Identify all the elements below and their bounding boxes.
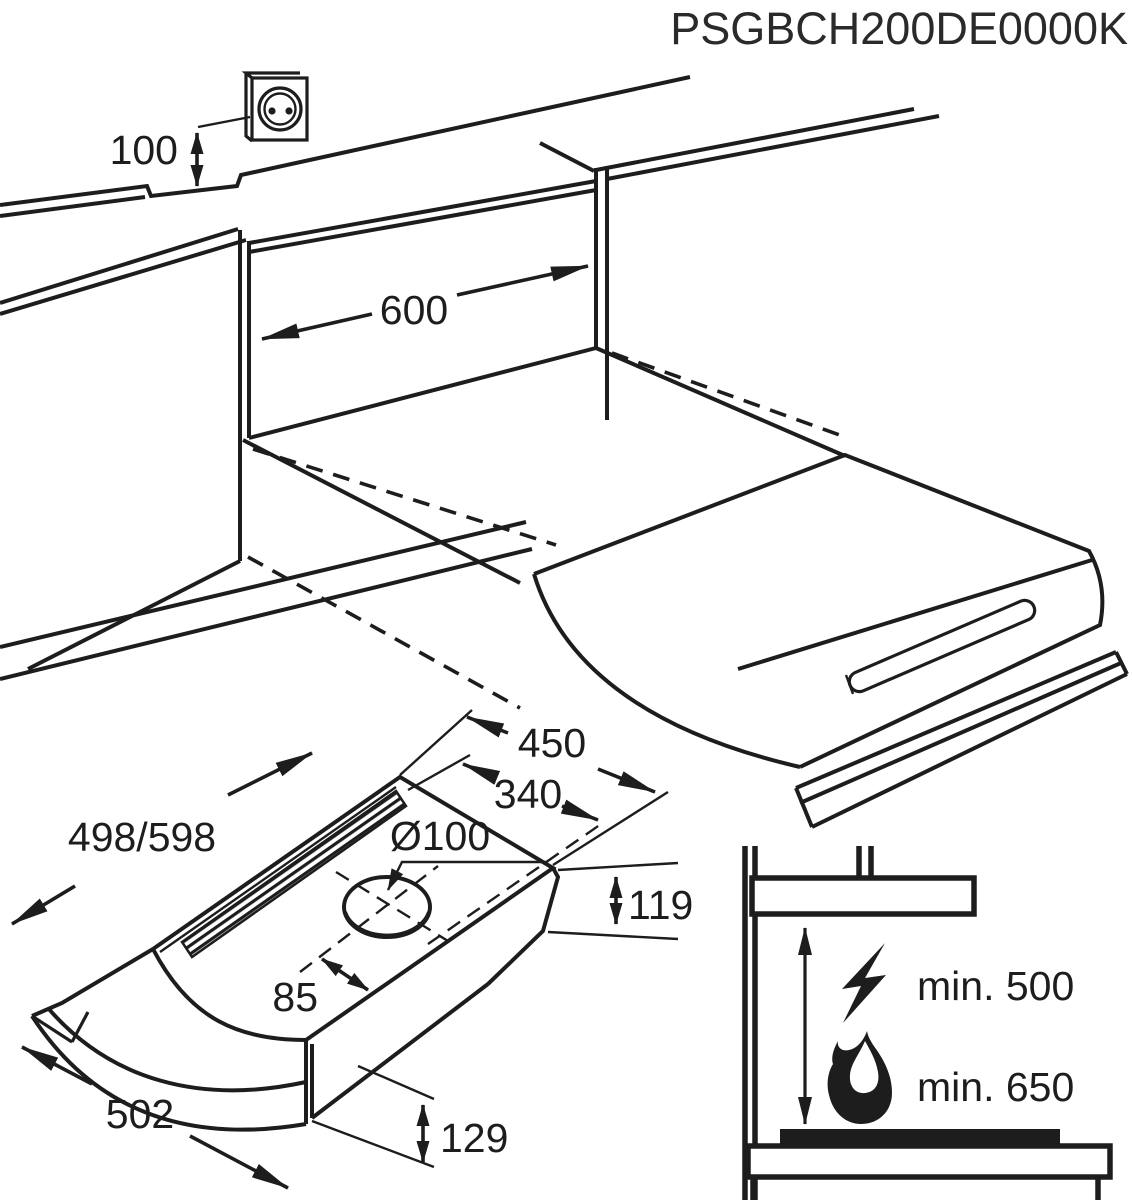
dim-label-front-height: 129 xyxy=(440,1115,508,1161)
hood-top-face xyxy=(151,774,557,1042)
dim-label-body-height: 119 xyxy=(628,882,693,928)
dim-arrow-depth-right xyxy=(597,767,656,794)
ext-lines-depth xyxy=(399,709,669,867)
hood-top-front-curve xyxy=(151,948,307,1042)
dim-arrow-duct-offset-left xyxy=(462,762,501,785)
hood-handle xyxy=(847,598,1037,694)
left-cabinet-front-top-edges xyxy=(0,227,247,316)
dim-arrow-duct-offset-right xyxy=(560,799,599,822)
right-cabinet-bottom-edge xyxy=(595,346,846,458)
socket-depth-edges xyxy=(241,71,300,143)
hood-front-crease xyxy=(737,558,1093,671)
hood-right-end-and-band-bottom xyxy=(310,867,561,1120)
hood-front-corner-edge xyxy=(304,1040,314,1124)
projection-line-upper xyxy=(252,447,557,547)
hood-visor xyxy=(794,650,1129,829)
dim-arrow-bottom-depth-right xyxy=(189,1134,289,1190)
countertop-edges xyxy=(0,520,533,681)
socket-leader-line xyxy=(197,115,251,129)
hood-top-outline xyxy=(533,452,1105,769)
product-code-title: PSGBCH200DE0000K xyxy=(670,3,1128,54)
cooker-hood xyxy=(532,452,1129,829)
dim-label-duct-diameter: Ø100 xyxy=(390,813,490,859)
ext-lines-body-height xyxy=(547,861,679,941)
visor-end-edges xyxy=(794,651,1129,828)
left-cabinet-bottom-edge xyxy=(242,438,521,585)
cabinet-back-top-edge xyxy=(0,75,691,207)
projection-line-right xyxy=(611,351,849,440)
duct-collar-depth xyxy=(343,911,431,938)
duct-centerline-se xyxy=(335,870,449,943)
hood-slab xyxy=(749,875,977,917)
dim-arrow-width-right xyxy=(227,751,313,797)
dim-label-socket-height: 100 xyxy=(110,127,178,173)
duct-centerline-ne xyxy=(299,865,439,973)
niche-back-top-edges xyxy=(248,179,597,254)
ext-lines-front-height xyxy=(311,1064,435,1169)
counter-slab xyxy=(745,1143,1113,1180)
visor-edges xyxy=(795,650,1128,829)
right-cabinet-front-top-edges xyxy=(595,107,940,181)
ext-line-duct-centerline xyxy=(427,821,605,945)
dim-arrow-duct-to-front xyxy=(320,957,370,992)
niche-bottom-back-edge xyxy=(248,346,597,440)
clearance-label-electric: min. 500 xyxy=(917,963,1074,1009)
hood-back-rim-line xyxy=(159,786,397,953)
wall-cabinets xyxy=(0,75,940,681)
dim-arrow-bottom-depth-left xyxy=(21,1045,93,1086)
clearance-diagram: min. 500 min. 650 xyxy=(742,846,1113,1200)
hood-front-band-outer-curve xyxy=(30,1014,307,1132)
right-cabinet-corner-edge xyxy=(539,141,595,173)
cabinet-back-edge-inner xyxy=(0,195,146,218)
dim-label-duct-offset: 340 xyxy=(494,771,562,817)
socket-hole-left xyxy=(268,107,276,115)
clearance-label-gas: min. 650 xyxy=(917,1064,1074,1110)
dim-label-niche-width: 600 xyxy=(380,287,448,333)
hood-bullnose-front xyxy=(532,573,801,769)
hood-front-band-middle-curve xyxy=(46,1006,307,1093)
dim-arrow-niche-right xyxy=(456,264,589,297)
duct-diameter-leader xyxy=(386,860,548,891)
cooktop-bar xyxy=(780,1129,1060,1146)
hood-handle-endcap xyxy=(844,674,855,695)
socket-outer-ring xyxy=(257,86,303,132)
hood-detail-body xyxy=(30,774,561,1132)
lightning-bolt-icon xyxy=(842,943,886,1023)
projection-line-lower xyxy=(247,555,521,710)
niche-right-edge xyxy=(594,166,609,420)
duct-stub xyxy=(856,846,874,878)
duct-collar xyxy=(299,865,449,973)
socket-hole-right xyxy=(285,107,293,115)
niche-left-edge xyxy=(238,230,251,561)
power-socket-icon xyxy=(241,71,309,143)
hood-left-end-edge xyxy=(31,947,155,1018)
socket-recess xyxy=(263,92,297,126)
ext-line-duct-offset xyxy=(407,753,471,792)
flame-inner xyxy=(849,1041,879,1094)
counter-legs xyxy=(750,1177,1101,1200)
dim-arrow-width-left xyxy=(11,884,76,926)
dim-arrow-depth-left xyxy=(466,715,509,738)
dim-label-width-options: 498/598 xyxy=(68,814,216,860)
dim-label-duct-to-front: 85 xyxy=(272,974,318,1020)
hood-detail-diagram: 498/598 450 340 Ø100 119 85 502 129 xyxy=(11,709,693,1190)
flame-icon xyxy=(827,1031,892,1124)
vent-slot-hatched xyxy=(180,789,408,959)
dim-label-bottom-depth: 502 xyxy=(106,1091,174,1137)
hood-front-tip-fold xyxy=(31,1011,90,1044)
dim-label-depth: 450 xyxy=(518,720,586,766)
installation-diagram: 100 600 xyxy=(0,71,1129,829)
dim-arrow-niche-left xyxy=(261,312,373,341)
